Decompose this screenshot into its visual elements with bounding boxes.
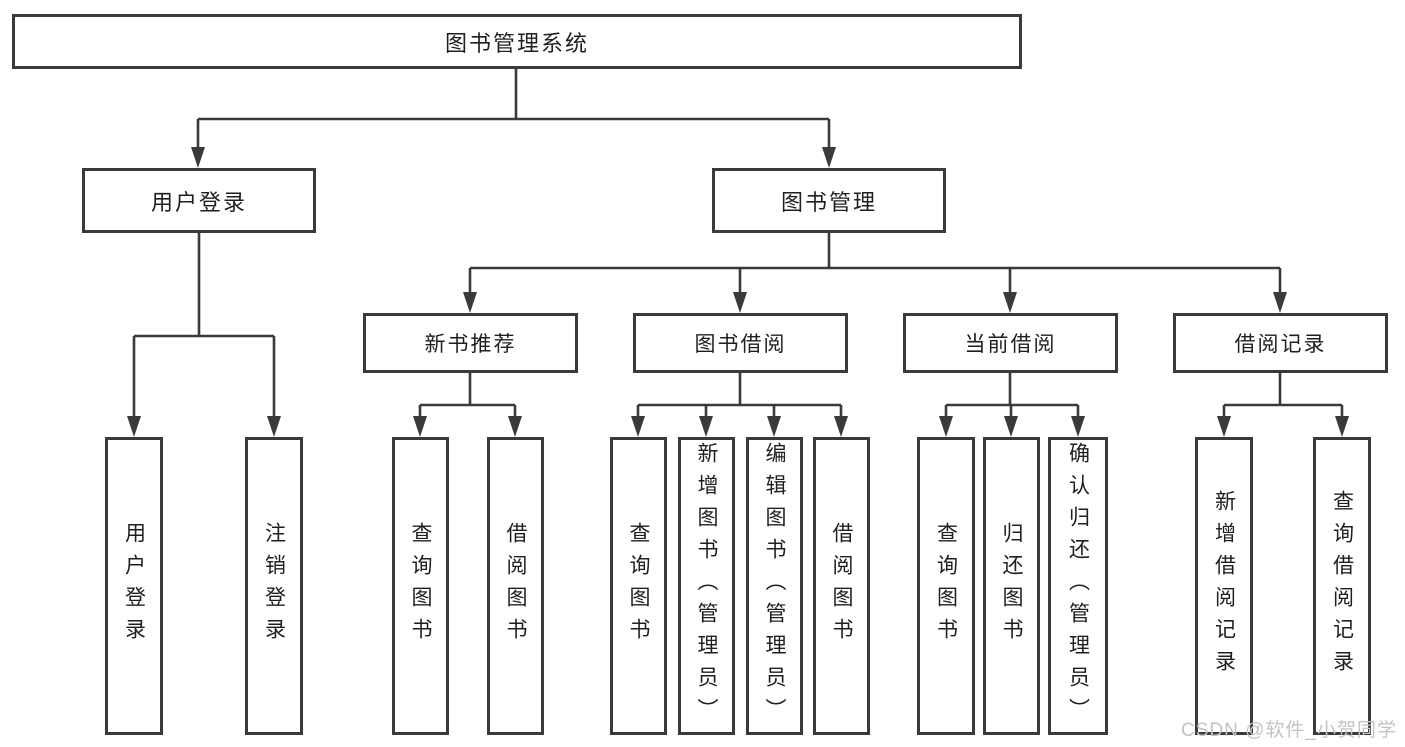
leaf-user-login: 用户登录 [105, 437, 163, 735]
node-new-book-recommend: 新书推荐 [363, 313, 578, 373]
node-system-root: 图书管理系统 [12, 14, 1022, 69]
leaf-confirm-return-admin: 确认归还（管理员） [1048, 437, 1108, 735]
leaf-logout: 注销登录 [245, 437, 303, 735]
node-book-management: 图书管理 [712, 168, 946, 233]
leaf-add-borrow-record: 新增借阅记录 [1195, 437, 1253, 735]
leaf-query-borrow-record: 查询借阅记录 [1313, 437, 1371, 735]
node-borrow-records: 借阅记录 [1173, 313, 1388, 373]
watermark: CSDN @软件_小贺同学 [1181, 720, 1397, 741]
leaf-borrow-book-borrowing: 借阅图书 [813, 437, 870, 735]
arrowheads [127, 147, 1349, 437]
leaf-return-book: 归还图书 [983, 437, 1040, 735]
leaf-query-book-borrowing: 查询图书 [610, 437, 667, 735]
leaf-query-book-recommend: 查询图书 [392, 437, 449, 735]
node-user-login: 用户登录 [82, 168, 316, 233]
leaf-add-book-admin: 新增图书（管理员） [678, 437, 735, 735]
leaf-borrow-book-recommend: 借阅图书 [487, 437, 544, 735]
leaf-query-book-current: 查询图书 [917, 437, 975, 735]
node-current-borrowing: 当前借阅 [903, 313, 1118, 373]
leaf-edit-book-admin: 编辑图书（管理员） [746, 437, 803, 735]
node-book-borrowing: 图书借阅 [633, 313, 848, 373]
